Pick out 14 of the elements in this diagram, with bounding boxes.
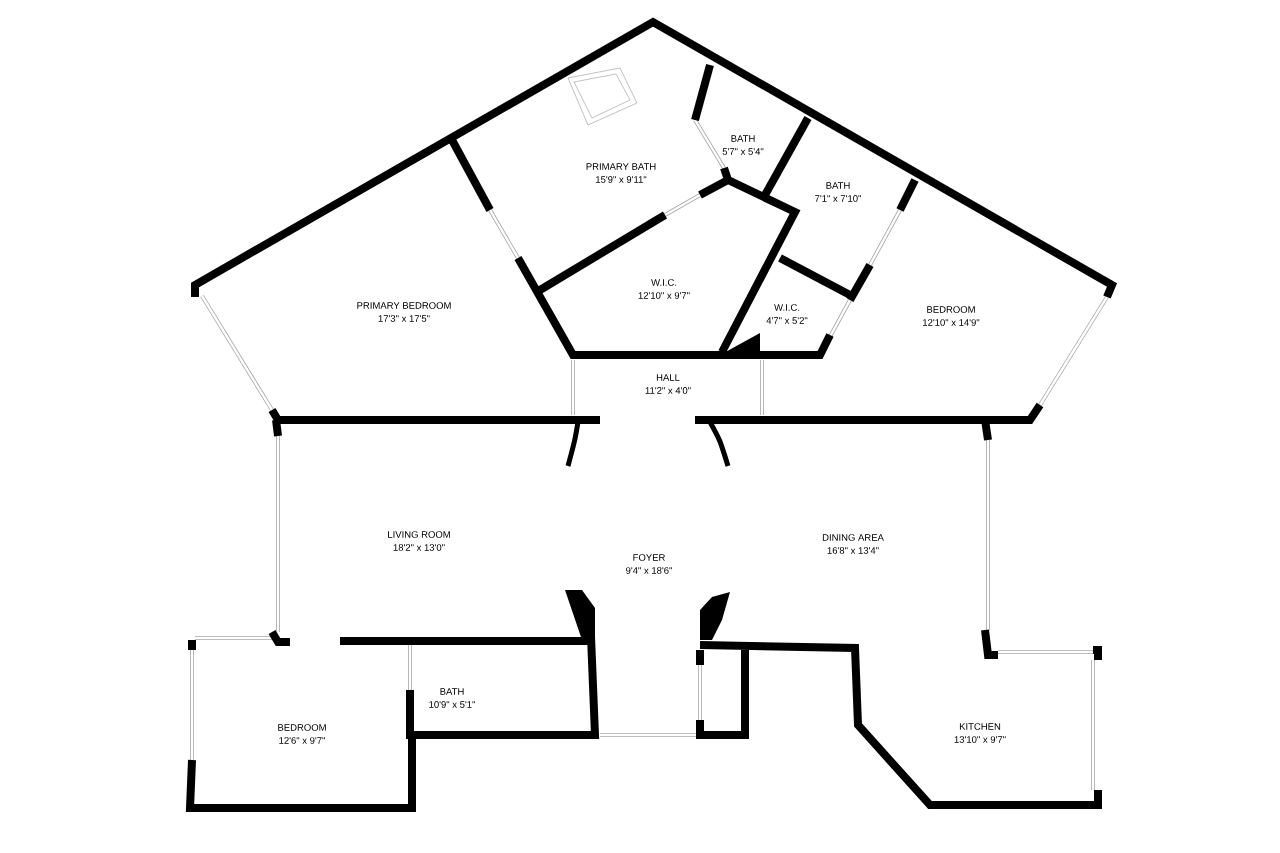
room-label: BEDROOM 12'6" x 9'7" [278, 724, 326, 744]
room-label: BATH 10'9" x 5'1" [429, 688, 475, 708]
room-label: DINING AREA 16'8" x 13'4" [822, 534, 884, 554]
room-label: LIVING ROOM 18'2" x 13'0" [388, 531, 450, 551]
room-label: PRIMARY BEDROOM 17'3" x 17'5" [357, 302, 451, 322]
room-label: HALL 11'2" x 4'0" [645, 374, 691, 394]
room-label: BATH 5'7" x 5'4" [722, 135, 764, 155]
room-label: PRIMARY BATH 15'9" x 9'11" [586, 163, 656, 183]
room-label: W.I.C. 4'7" x 5'2" [766, 304, 808, 324]
room-label: W.I.C. 12'10" x 9'7" [638, 279, 690, 299]
room-label: KITCHEN 13'10" x 9'7" [954, 723, 1006, 743]
room-label: BATH 7'1" x 7'10" [815, 182, 861, 202]
room-label: BEDROOM 12'10" x 14'9" [923, 306, 980, 326]
room-label: FOYER 9'4" x 18'6" [626, 554, 672, 574]
